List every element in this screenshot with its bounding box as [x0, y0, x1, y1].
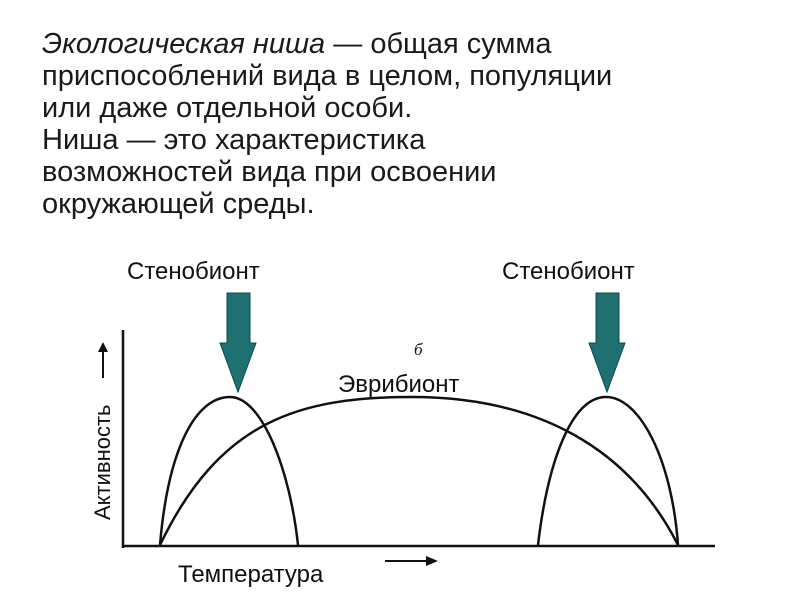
y-axis-label: Активность [90, 404, 115, 520]
definition-line-1: Экологическая ниша — общая сумма [42, 28, 782, 60]
characteristic-line-2: возможностей вида при освоении [42, 156, 497, 188]
stenobiont-left-curve [158, 395, 300, 546]
eurybiont-curve [158, 395, 680, 546]
characteristic-line-3: окружающей среды. [42, 188, 315, 220]
niche-term: Экологическая ниша [42, 28, 326, 60]
stenobiont-left-arrow-icon [219, 292, 257, 394]
characteristic-line-1: Ниша — это характеристика [42, 124, 426, 156]
panel-letter: б [414, 340, 423, 359]
eurybiont-label: Эврибионт [338, 371, 460, 398]
stenobiont-right-label: Стенобионт [502, 258, 635, 285]
y-axis-arrow-head-icon [98, 342, 108, 352]
definition-line-2: приспособлений вида в целом, популяции [42, 60, 613, 92]
definition-line-1-rest: — общая сумма [325, 28, 552, 60]
definition-line-3: или даже отдельной особи. [42, 92, 413, 124]
text-block: Экологическая ниша — общая сумма приспос… [42, 28, 782, 220]
y-axis-label-group: Активность [90, 342, 115, 520]
stenobiont-right-curve [536, 395, 680, 546]
x-axis-label: Температура [178, 561, 324, 588]
stenobiont-right-arrow-icon [588, 292, 626, 394]
x-axis-arrow-head-icon [426, 556, 438, 566]
stenobiont-left-label: Стенобионт [127, 258, 260, 285]
